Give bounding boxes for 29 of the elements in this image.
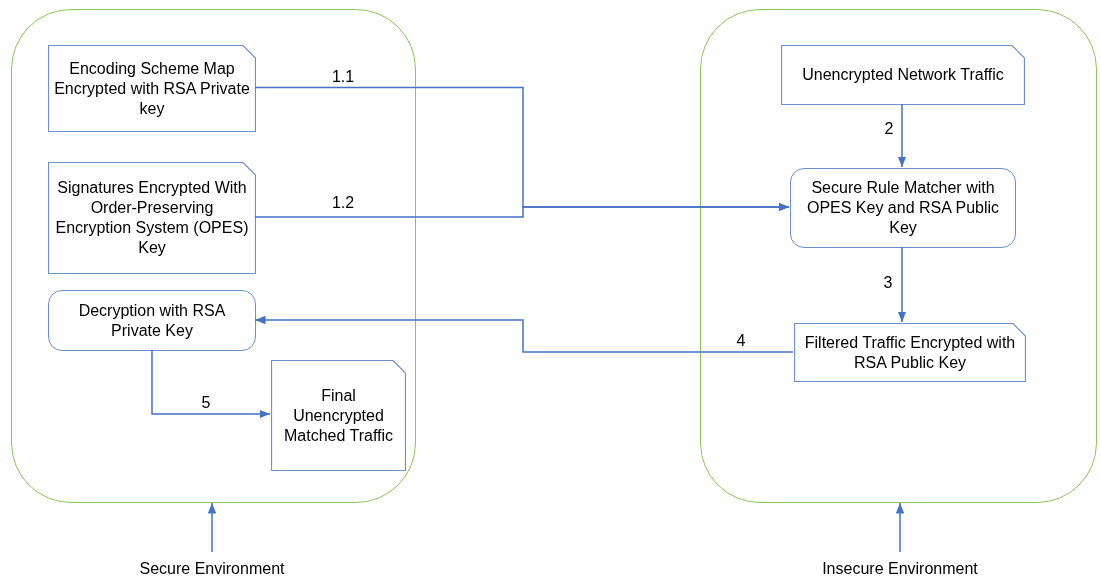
connector-arrow [897, 246, 907, 323]
node-text: Unencrypted Network Traffic [802, 65, 1004, 85]
document-box [48, 45, 256, 132]
environment-boundary [700, 9, 1097, 503]
document-box [794, 323, 1026, 382]
connector-arrow [207, 502, 217, 553]
node-text: Final Unencrypted Matched Traffic [282, 385, 395, 446]
document-box [48, 162, 256, 274]
node-text: Filtered Traffic Encrypted with RSA Public Key [803, 332, 1017, 373]
node-text: Secure Rule Matcher with OPES Key and RSA Public Key [805, 178, 1001, 238]
process-box [790, 168, 1016, 248]
environment-boundary [11, 9, 416, 503]
edge-label: 3 [881, 275, 895, 291]
edge-label: 2 [882, 121, 896, 137]
edge-label: 4 [734, 333, 748, 349]
node-text: Encoding Scheme Map Encrypted with RSA Private key [53, 58, 251, 119]
edge-label: 5 [199, 395, 213, 411]
environment-label: Insecure Environment [800, 558, 1000, 580]
connector-arrow [254, 315, 794, 353]
document-box [271, 360, 406, 471]
connector-arrow [254, 202, 790, 218]
process-box [48, 290, 256, 351]
document-box [781, 45, 1025, 105]
environment-label: Secure Environment [112, 558, 312, 580]
connector-arrow [897, 103, 907, 168]
connector-arrow [151, 349, 271, 419]
connector-arrow [895, 502, 905, 553]
node-text: Decryption with RSA Private Key [77, 300, 227, 341]
node-text: Signatures Encrypted With Order-Preserving Encryption System (OPES) Key [54, 178, 250, 258]
